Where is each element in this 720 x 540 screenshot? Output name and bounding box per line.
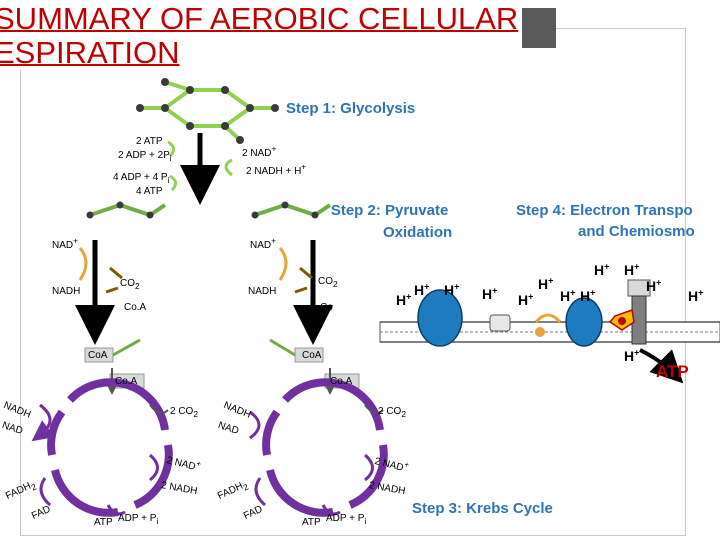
h-ion: H+ bbox=[580, 287, 596, 304]
krebs-right-co2: 2 CO2 bbox=[378, 406, 406, 419]
glucose-molecule bbox=[140, 80, 275, 142]
pyruvate-left bbox=[89, 202, 167, 218]
h-ion: H+ bbox=[444, 281, 460, 298]
slide-frame bbox=[20, 28, 686, 536]
krebs-left-atp: ATP bbox=[94, 517, 113, 528]
krebs-right-coa-a: CoA bbox=[302, 350, 322, 361]
h-ion: H+ bbox=[560, 287, 576, 304]
glycolysis-adp-pi: 2 ADP + 2Pi bbox=[118, 150, 172, 163]
krebs-cycle-left bbox=[47, 378, 173, 517]
krebs-left-coa-b: Co.A bbox=[115, 376, 138, 387]
glycolysis-adp4: 4 ADP + 4 Pi bbox=[113, 172, 170, 185]
step2-line2: Oxidation bbox=[383, 224, 453, 241]
glucose-atoms bbox=[136, 78, 279, 144]
title-line-1: SUMMARY OF AEROBIC CELLULAR bbox=[0, 1, 519, 36]
step3-label: Step 3: Krebs Cycle bbox=[412, 500, 553, 517]
pyruvate-right-co2: CO2 bbox=[318, 276, 338, 289]
krebs-left-coa-a: CoA bbox=[88, 350, 108, 361]
krebs-right-adp: ADP + Pi bbox=[326, 513, 367, 526]
atp4-curve bbox=[169, 174, 177, 192]
krebs-right-coa-b: Co.A bbox=[330, 376, 353, 387]
krebs-right-atp: ATP bbox=[302, 517, 321, 528]
glycolysis-atp4: 4 ATP bbox=[136, 186, 163, 197]
pyruvate-left-co2: CO2 bbox=[120, 278, 140, 291]
glycolysis-nad: 2 NAD+ bbox=[242, 143, 277, 159]
atp-curve bbox=[167, 140, 175, 158]
h-ion: H+ bbox=[624, 261, 640, 278]
h-ion: H+ bbox=[518, 291, 534, 308]
step4-line1: Step 4: Electron Transpo bbox=[515, 202, 693, 219]
pyruvate-left-coa: Co.A bbox=[124, 302, 147, 313]
title-line-2: ESPIRATION bbox=[0, 35, 180, 70]
pyruvate-right-coa: Co bbox=[320, 302, 333, 313]
step4-line2: and Chemiosmo bbox=[578, 223, 695, 240]
h-ion: H+ bbox=[688, 287, 704, 304]
step1-label: Step 1: Glycolysis bbox=[286, 100, 416, 117]
h-ion: H+ bbox=[396, 291, 412, 308]
pyruvate-right-nad: NAD+ bbox=[250, 235, 276, 251]
glycolysis-atp-top: 2 ATP bbox=[136, 136, 163, 147]
h-ion: H+ bbox=[538, 275, 554, 292]
complex-i bbox=[417, 289, 463, 347]
step2-line1: Step 2: Pyruvate bbox=[330, 202, 449, 219]
glycolysis-nadh: 2 NADH + H+ bbox=[246, 161, 307, 177]
atp-arrow bbox=[639, 348, 684, 384]
pyruvate-left-nad: NAD+ bbox=[52, 235, 78, 251]
h-ion: H+ bbox=[624, 347, 640, 364]
krebs-left-adp: ADP + Pi bbox=[118, 513, 159, 526]
pyruvate-left-nadh: NADH bbox=[52, 286, 81, 297]
complex-iii bbox=[565, 297, 603, 347]
h-ion: H+ bbox=[594, 261, 610, 278]
step4-label: Step 4: Electron Transpo and Chemiosmo bbox=[514, 200, 695, 242]
pyruvate-right-nadh: NADH bbox=[248, 286, 277, 297]
h-ion: H+ bbox=[646, 277, 662, 294]
krebs-cycle-right bbox=[262, 378, 388, 517]
etc-atp-label: ATP bbox=[656, 362, 689, 381]
h-ion: H+ bbox=[414, 281, 430, 298]
krebs-left-co2: 2 CO2 bbox=[170, 406, 198, 419]
nad-curve bbox=[224, 158, 233, 177]
pyruvate-right bbox=[254, 202, 332, 218]
h-ion: H+ bbox=[482, 285, 498, 302]
